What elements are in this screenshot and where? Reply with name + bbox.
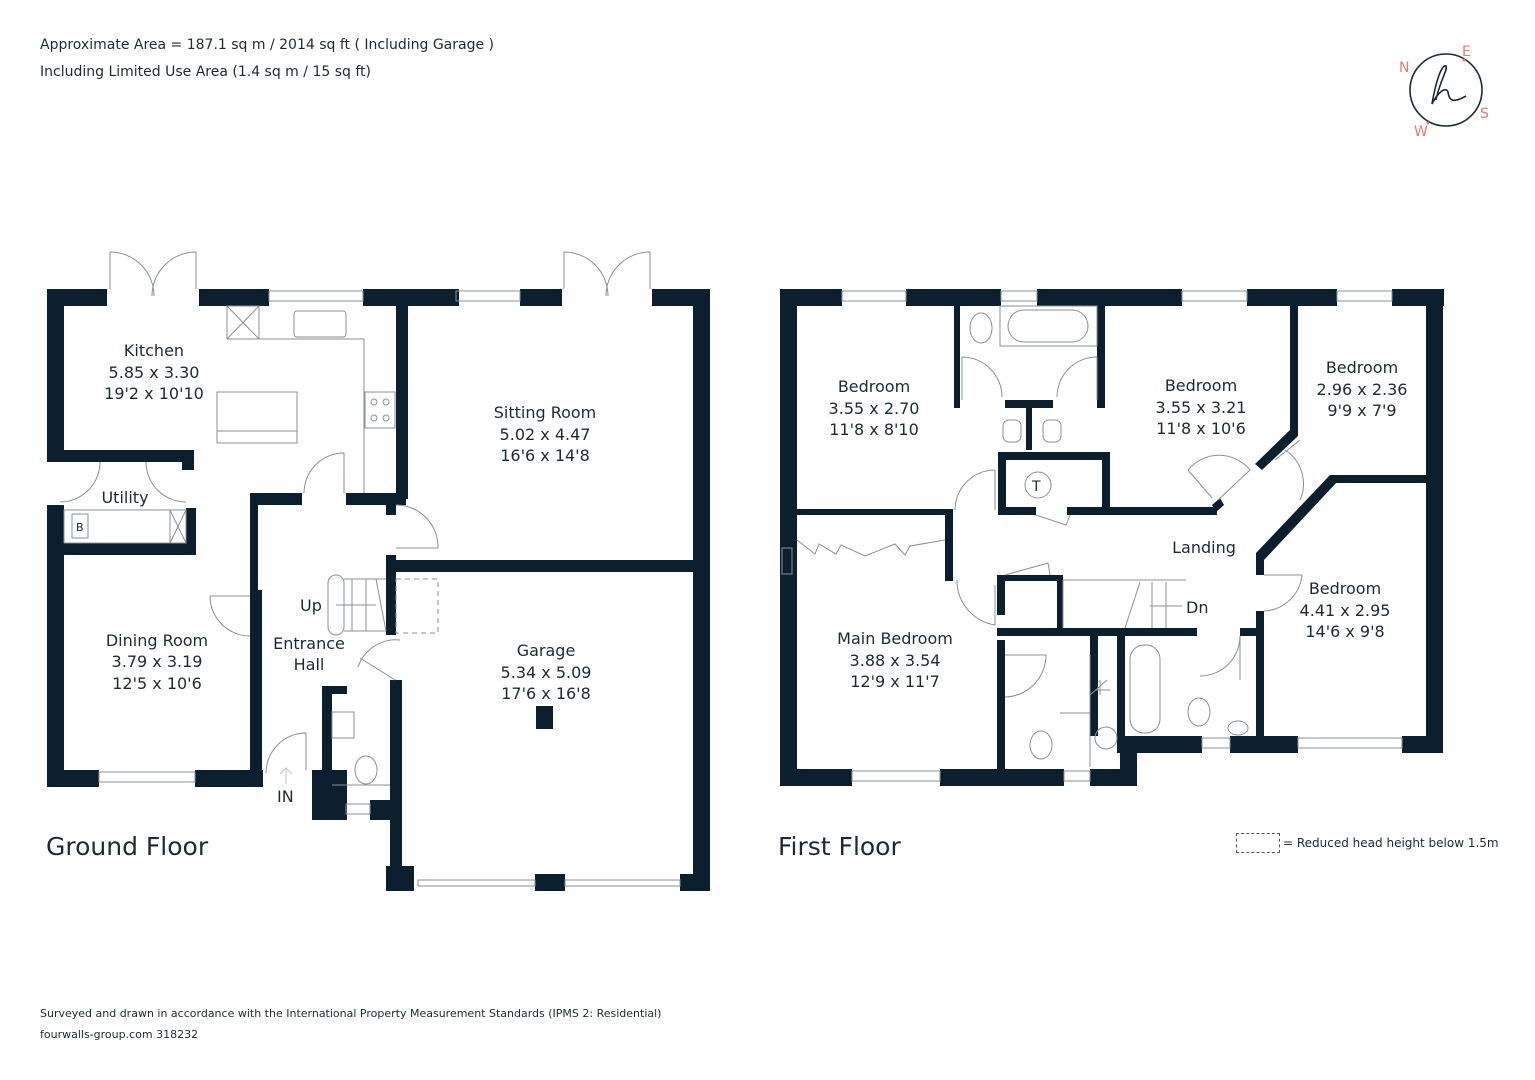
room-main-bedroom: Main Bedroom 3.88 x 3.54 12'9 x 11'7	[837, 629, 953, 691]
first-floor-room-labels: Bedroom 3.55 x 2.70 11'8 x 8'10 Bedroom …	[829, 358, 1408, 691]
room-landing: Landing	[1172, 538, 1236, 557]
room-entrance-hall: Entrance Hall	[273, 634, 345, 674]
compass-ring-icon	[1409, 53, 1483, 127]
stairs-up-label: Up	[300, 596, 322, 615]
svg-text:Kitchen: Kitchen	[124, 341, 184, 360]
svg-text:Main Bedroom: Main Bedroom	[837, 629, 953, 648]
first-floor-title: First Floor	[778, 832, 901, 861]
svg-text:4.41 x 2.95: 4.41 x 2.95	[1300, 601, 1391, 620]
svg-text:2.96 x 2.36: 2.96 x 2.36	[1317, 380, 1408, 399]
svg-text:Bedroom: Bedroom	[838, 377, 910, 396]
limited-use-area: Including Limited Use Area (1.4 sq m / 1…	[40, 64, 371, 80]
svg-text:11'8 x 8'10: 11'8 x 8'10	[829, 420, 919, 439]
room-utility: Utility	[101, 488, 148, 507]
ground-floor-room-labels: Kitchen 5.85 x 3.30 19'2 x 10'10 Sitting…	[76, 341, 596, 806]
legend: = Reduced head height below 1.5m	[1236, 833, 1499, 853]
stairs-down-label: Dn	[1186, 598, 1208, 617]
compass-n: N	[1399, 60, 1409, 76]
entrance-in-label: IN	[277, 787, 294, 806]
svg-text:5.02 x 4.47: 5.02 x 4.47	[500, 425, 591, 444]
svg-text:3.79 x 3.19: 3.79 x 3.19	[112, 652, 203, 671]
legend-text: = Reduced head height below 1.5m	[1283, 836, 1499, 850]
room-garage: Garage 5.34 x 5.09 17'6 x 16'8	[501, 641, 592, 703]
svg-text:17'6 x 16'8: 17'6 x 16'8	[501, 684, 591, 703]
svg-text:Hall: Hall	[294, 655, 325, 674]
svg-text:19'2 x 10'10: 19'2 x 10'10	[104, 384, 204, 403]
svg-text:5.85 x 3.30: 5.85 x 3.30	[109, 363, 200, 382]
footer-standards: Surveyed and drawn in accordance with th…	[40, 1007, 662, 1020]
svg-text:3.55 x 3.21: 3.55 x 3.21	[1156, 398, 1247, 417]
svg-text:11'8 x 10'6: 11'8 x 10'6	[1156, 419, 1246, 438]
svg-text:Dining Room: Dining Room	[106, 631, 208, 650]
room-bedroom-2: Bedroom 3.55 x 3.21 11'8 x 10'6	[1156, 376, 1247, 438]
svg-text:Bedroom: Bedroom	[1309, 579, 1381, 598]
compass-w: W	[1414, 124, 1428, 140]
svg-text:9'9 x 7'9: 9'9 x 7'9	[1327, 401, 1396, 420]
logo-h-icon	[1431, 65, 1467, 105]
first-floor-walls	[780, 289, 1444, 786]
footer-reference: fourwalls-group.com 318232	[40, 1028, 199, 1041]
dashed-box-icon	[1236, 833, 1280, 853]
room-sitting-room: Sitting Room 5.02 x 4.47 16'6 x 14'8	[494, 403, 597, 465]
svg-text:16'6 x 14'8: 16'6 x 14'8	[500, 446, 590, 465]
compass-logo: N E S W	[1399, 44, 1489, 140]
ground-floor-title: Ground Floor	[46, 832, 209, 861]
boiler-label: B	[76, 521, 84, 534]
approximate-area: Approximate Area = 187.1 sq m / 2014 sq …	[40, 37, 495, 53]
svg-text:Bedroom: Bedroom	[1165, 376, 1237, 395]
tank-label: T	[1031, 479, 1041, 495]
room-bedroom-4: Bedroom 4.41 x 2.95 14'6 x 9'8	[1300, 579, 1391, 641]
room-kitchen: Kitchen 5.85 x 3.30 19'2 x 10'10	[104, 341, 204, 403]
svg-text:Sitting Room: Sitting Room	[494, 403, 597, 422]
svg-text:3.88 x 3.54: 3.88 x 3.54	[850, 651, 941, 670]
compass-e: E	[1462, 44, 1471, 60]
room-bedroom-3: Bedroom 2.96 x 2.36 9'9 x 7'9	[1317, 358, 1408, 420]
svg-text:Bedroom: Bedroom	[1326, 358, 1398, 377]
room-dining-room: Dining Room 3.79 x 3.19 12'5 x 10'6	[106, 631, 208, 693]
svg-text:12'9 x 11'7: 12'9 x 11'7	[850, 672, 940, 691]
room-bedroom-1: Bedroom 3.55 x 2.70 11'8 x 8'10	[829, 377, 920, 439]
garage-pillar	[536, 706, 553, 729]
svg-text:Entrance: Entrance	[273, 634, 345, 653]
ground-floor-fixtures	[59, 251, 681, 887]
ground-floor-walls	[47, 289, 710, 891]
svg-text:Garage: Garage	[517, 641, 576, 660]
svg-text:14'6 x 9'8: 14'6 x 9'8	[1305, 622, 1384, 641]
svg-text:3.55 x 2.70: 3.55 x 2.70	[829, 399, 920, 418]
compass-s: S	[1480, 106, 1489, 122]
svg-text:5.34 x 5.09: 5.34 x 5.09	[501, 663, 592, 682]
first-floor-fixtures	[781, 290, 1403, 782]
svg-text:12'5 x 10'6: 12'5 x 10'6	[112, 674, 202, 693]
